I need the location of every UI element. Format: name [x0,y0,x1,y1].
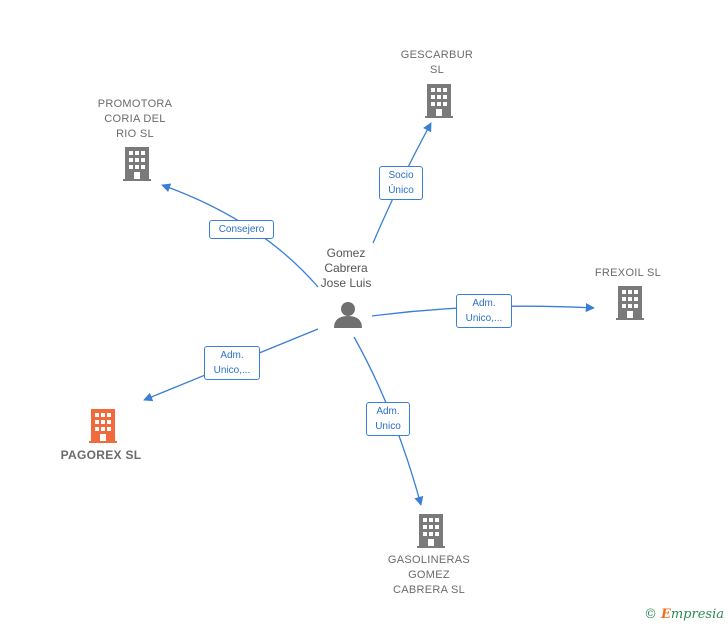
building-icon-gescarbur[interactable] [425,84,453,118]
building-icon-promotora[interactable] [123,147,151,181]
relation-label-gescarbur: Socio Único [379,166,423,200]
company-name-pagorex[interactable]: PAGOREX SL [60,448,142,462]
empresia-logo: ©Empresia [644,607,724,622]
relation-label-pagorex: Adm. Unico,... [204,346,260,380]
company-name-gescarbur[interactable]: GESCARBUR SL [400,49,474,76]
brand-name: mpresia [670,607,724,622]
building-icon-frexoil[interactable] [616,286,644,320]
building-icon-gasolineras[interactable] [417,514,445,548]
copyright-symbol: © [643,607,657,622]
company-name-promotora[interactable]: PROMOTORA CORIA DEL RIO SL [97,98,173,140]
relation-label-frexoil: Adm. Unico,... [456,294,512,328]
brand-initial: E [660,607,671,622]
relation-label-promotora: Consejero [209,220,274,239]
building-icon-pagorex[interactable] [89,409,117,443]
person-icon [334,302,362,328]
company-name-frexoil[interactable]: FREXOIL SL [594,267,662,279]
company-name-gasolineras[interactable]: GASOLINERAS GOMEZ CABRERA SL [387,554,471,596]
relation-label-gasolineras: Adm. Unico [366,402,410,436]
person-name[interactable]: Gomez Cabrera Jose Luis [320,246,372,290]
